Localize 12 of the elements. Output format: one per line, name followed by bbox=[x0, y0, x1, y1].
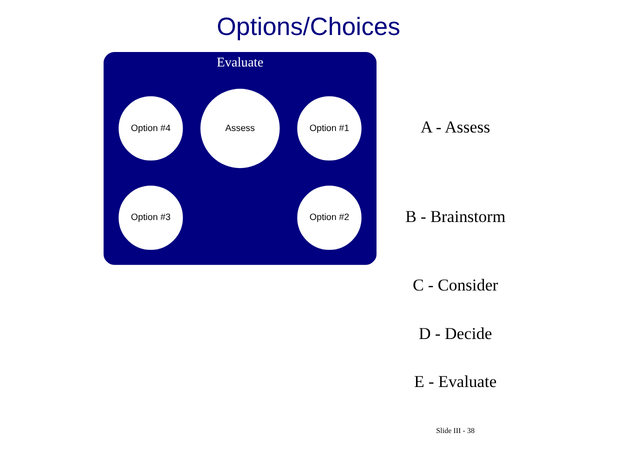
node-circle: Option #2 bbox=[297, 186, 362, 250]
node-circle: Option #4 bbox=[118, 96, 183, 161]
node-circle: Assess bbox=[200, 88, 280, 168]
label: Slide III - 38 bbox=[436, 426, 475, 436]
label: D - Decide bbox=[418, 324, 492, 343]
label: C - Consider bbox=[412, 275, 498, 294]
node-circle: Option #1 bbox=[297, 96, 362, 161]
label: B - Brainstorm bbox=[405, 206, 506, 226]
node-circle: Option #3 bbox=[118, 186, 183, 250]
label: A - Assess bbox=[420, 118, 490, 137]
diagram-title: Options/Choices bbox=[216, 12, 400, 41]
label: E - Evaluate bbox=[414, 372, 497, 392]
